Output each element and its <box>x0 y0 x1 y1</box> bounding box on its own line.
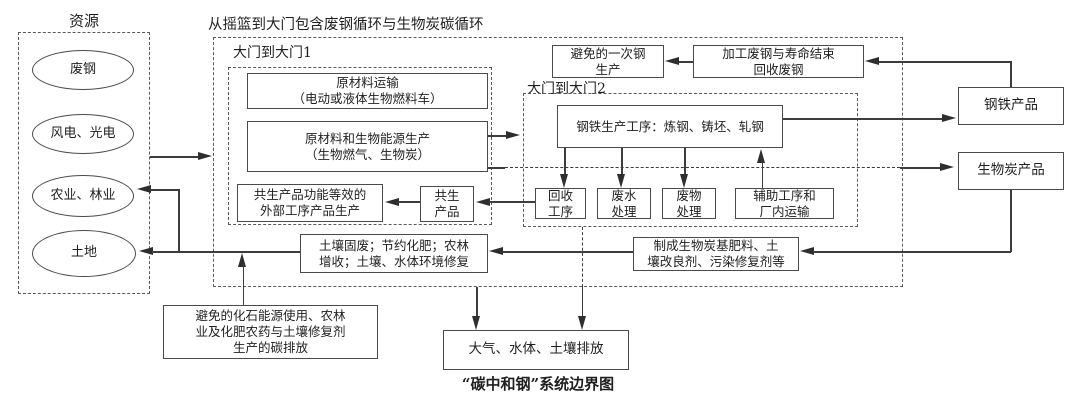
line-avoided-fossil-up <box>242 264 245 305</box>
gate1-label: 大门到大门1 <box>233 45 312 61</box>
raw-material-transport-box: 原材料运输 （电动或液体生物燃料车） <box>247 73 488 109</box>
line-scrap-to-avoided <box>678 61 693 63</box>
biochar-product-box: 生物炭产品 <box>958 152 1064 190</box>
line-bioenergy-to-gate2 <box>488 135 506 137</box>
resource-ellipse-scrap-steel: 废钢 <box>32 50 134 90</box>
line-recycle-to-coproduct <box>489 201 535 203</box>
arrowhead-emissions-left-icon <box>472 316 480 330</box>
wastewater-treatment-box: 废水 处理 <box>597 188 651 219</box>
arrowhead-into-fertilizer-icon <box>800 247 814 255</box>
line-steelproc-to-wastewater <box>621 148 623 176</box>
soil-benefits-box: 土壤固废；节约化肥；农林 增收；土壤、水体环境修复 <box>300 234 488 273</box>
environment-emissions-box: 大气、水体、土壤排放 <box>443 330 629 370</box>
line-steelproc-to-product <box>783 118 942 120</box>
avoided-fossil-emissions-box: 避免的化石能源使用、农林 业及化肥农药与土壤修复剂 生产的碳排放 <box>163 305 378 359</box>
line-biochar-product-down <box>1010 190 1012 252</box>
resources-group-label: 资源 <box>68 12 99 30</box>
line-fertilizer-to-soil <box>502 251 633 253</box>
auxiliary-process-transport-box: 辅助工序和 厂内运输 <box>735 188 834 219</box>
arrowhead-into-system-icon <box>198 152 212 160</box>
coproduct-box: 共生 产品 <box>420 186 474 222</box>
line-to-land <box>152 251 300 253</box>
arrowhead-auxiliary-up-icon <box>757 149 765 163</box>
line-biochar-stub <box>900 167 940 169</box>
line-steel-product-up <box>1010 61 1012 87</box>
gate2-box <box>523 93 858 227</box>
resources-group-box <box>18 32 150 294</box>
arrowhead-into-external-process-icon <box>385 198 399 206</box>
arrowhead-into-biochar-product-icon <box>940 163 954 171</box>
line-to-agriculture <box>150 189 179 191</box>
arrowhead-into-gate2-icon <box>506 131 520 139</box>
line-resources-to-system <box>150 156 198 158</box>
recycling-process-box: 回收 工序 <box>535 188 586 219</box>
arrowhead-into-waste-icon <box>680 174 688 188</box>
line-steelproc-to-waste <box>684 148 686 176</box>
arrowhead-into-soil-benefits-icon <box>489 247 503 255</box>
gate1-box <box>228 67 492 225</box>
line-auxiliary-up <box>761 161 764 188</box>
arrowhead-into-wastewater-icon <box>617 174 625 188</box>
resource-ellipse-agriculture-forestry: 农业、林业 <box>32 175 134 217</box>
resource-ellipse-wind-solar-power: 风电、光电 <box>32 114 134 154</box>
line-gate2-to-boundary-dashed <box>581 227 583 287</box>
line-branch-agriculture <box>178 189 180 252</box>
arrowhead-emissions-right-icon <box>577 316 586 330</box>
steel-production-process-box: 钢铁生产工序：炼钢、铸坯、轧钢 <box>557 105 783 148</box>
arrowhead-into-coproduct-icon <box>476 198 490 206</box>
cradle-to-gate-box <box>213 37 903 287</box>
line-bioenergy-stub <box>488 167 505 169</box>
line-bioenergy-to-biochar-dashed <box>505 167 900 168</box>
raw-material-bioenergy-production-box: 原材料和生物能源生产 （生物燃气、生物炭） <box>247 121 488 172</box>
line-biochar-to-fertilizer <box>813 251 1011 253</box>
arrowhead-into-avoided-steel-icon <box>665 57 679 65</box>
arrowhead-into-agriculture-icon <box>137 185 151 193</box>
arrowhead-into-recycle-icon <box>560 174 568 188</box>
avoided-primary-steel-box: 避免的一次钢 生产 <box>552 45 664 78</box>
arrowhead-into-steel-product-icon <box>942 114 956 122</box>
arrowhead-avoided-fossil-up-icon <box>238 253 246 267</box>
biochar-fertilizer-box: 制成生物炭基肥料、土 壤改良剂、污染修复剂等 <box>633 237 799 271</box>
resource-ellipse-land: 土地 <box>32 230 136 277</box>
line-steelproc-to-recycle <box>564 148 566 176</box>
arrowhead-into-scrap-processing-icon <box>865 57 879 65</box>
steel-product-box: 钢铁产品 <box>958 87 1064 125</box>
line-system-to-emissions-right <box>581 287 584 317</box>
waste-treatment-box: 废物 处理 <box>662 188 716 219</box>
line-coproduct-to-external <box>398 201 420 203</box>
line-steel-product-to-scrap <box>878 61 1011 63</box>
external-process-product-box: 共生产品功能等效的 外部工序产品生产 <box>237 184 383 222</box>
line-system-to-emissions-left <box>476 287 478 317</box>
scrap-processing-box: 加工废钢与寿命结束 回收废钢 <box>693 45 864 78</box>
figure-caption: “碳中和钢”系统边界图 <box>461 375 615 393</box>
cradle-to-gate-title: 从摇篮到大门包含废钢循环与生物炭碳循环 <box>208 17 484 33</box>
arrowhead-into-land-icon <box>139 247 153 255</box>
